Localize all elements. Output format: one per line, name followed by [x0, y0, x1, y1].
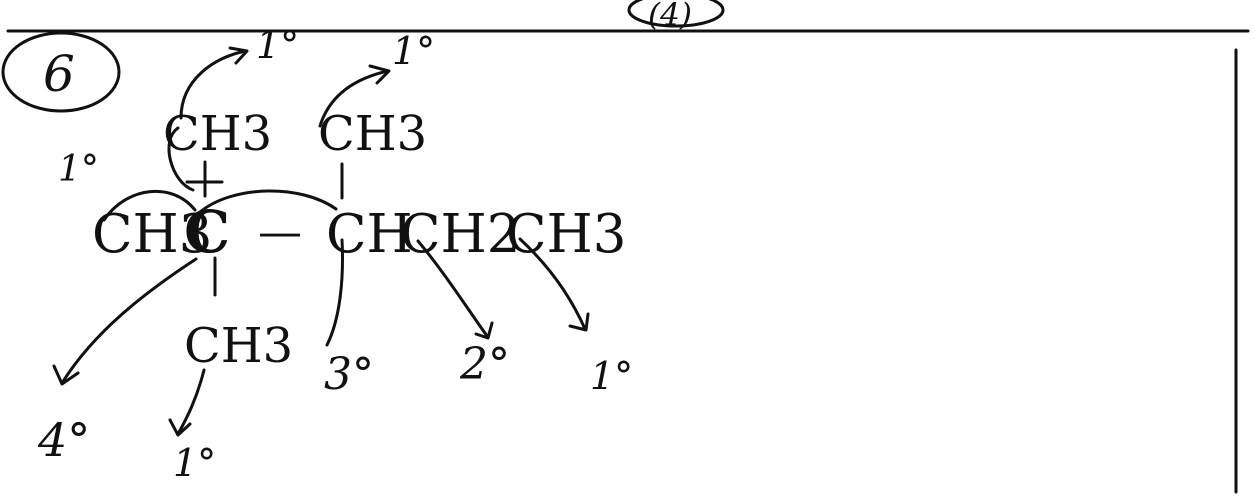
problem-number-circle — [1, 31, 121, 113]
arrow-head-top-left-classification — [228, 46, 249, 65]
arrow-to-end-primary-classification — [518, 237, 587, 331]
top-left-classification: 1° — [256, 23, 299, 67]
top-marker-bracket — [627, 0, 725, 28]
chain-ch2: CH2 — [400, 204, 521, 265]
quaternary-carbon: C — [184, 198, 230, 266]
arrow-to-quaternary-classification — [60, 257, 198, 385]
tertiary-classification: 3° — [324, 349, 374, 400]
curve-top-methyl-to-quaternary — [167, 126, 195, 192]
top-marker: (4) — [648, 0, 692, 33]
arrow-head-top-right-classification — [368, 64, 391, 85]
top-methyl-left: CH3 — [163, 106, 272, 162]
arrow-to-bottom-methyl-classification — [176, 368, 206, 436]
curve-quaternary-to-ch — [198, 189, 338, 214]
arrow-head-quaternary-classification — [52, 364, 80, 386]
bond-dash: — — [258, 207, 302, 258]
bottom-methyl-classification: 1° — [173, 441, 216, 485]
bottom-methyl: CH3 — [184, 318, 293, 374]
problem-number: 6 — [43, 45, 75, 103]
end-primary-classification: 1° — [590, 354, 633, 398]
arrow-head-bottom-methyl-classification — [168, 418, 192, 437]
top-right-classification: 1° — [392, 29, 435, 73]
arrow-to-secondary-classification — [416, 239, 489, 338]
left-ch3-classification: 1° — [58, 149, 99, 190]
arrow-head-end-primary-classification — [568, 312, 590, 332]
chain-ch: CH — [326, 204, 413, 265]
top-methyl-right: CH3 — [318, 106, 427, 162]
secondary-classification: 2° — [459, 339, 510, 390]
quaternary-classification: 4° — [37, 413, 90, 467]
arrow-head-secondary-classification — [474, 321, 494, 340]
arrow-to-top-left-classification — [179, 49, 248, 120]
arrow-to-top-right-classification — [318, 69, 390, 128]
curve-left-methyl-to-quaternary — [102, 189, 197, 222]
chain-end-ch3: CH3 — [506, 204, 627, 265]
left-methyl: CH3 — [92, 204, 213, 265]
arrow-to-tertiary-classification — [325, 238, 344, 347]
